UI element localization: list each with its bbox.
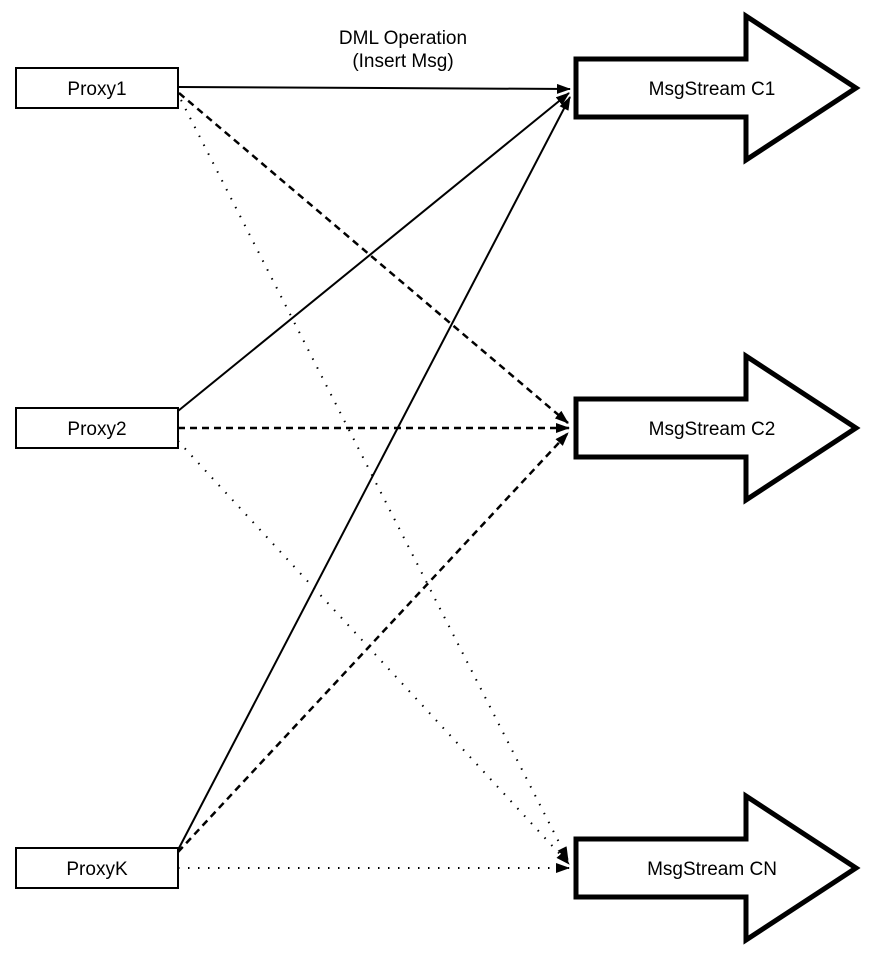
msgstream-cn-label: MsgStream CN [647,859,777,880]
msgstream-c1-label: MsgStream C1 [649,79,776,100]
connection-proxyk-to-msgstream-c2 [177,432,569,853]
proxy1-label: Proxy1 [67,79,126,100]
proxy2-label: Proxy2 [67,419,126,440]
msgstream-cn-arrow [573,791,861,945]
msgstream-c2-label: MsgStream C2 [649,419,776,440]
connection-proxy1-to-msgstream-c1 [177,83,571,94]
connection-proxy1-to-msgstream-cn [180,99,569,861]
dml-operation-label-line1: DML Operation [339,28,467,49]
connection-proxy2-to-msgstream-cn [177,440,570,865]
connection-proxyk-to-msgstream-c1 [177,96,571,851]
msgstream-c2-arrow [573,351,861,505]
proxyk-label: ProxyK [66,859,128,880]
connection-proxy2-to-msgstream-c1 [177,92,570,412]
proxy1-box [15,67,179,109]
proxy2-box [15,407,179,449]
connection-proxy1-to-msgstream-c2 [178,92,569,424]
msgstream-c1-arrow [573,11,861,165]
dml-operation-label-line2: (Insert Msg) [352,51,453,72]
proxyk-box [15,847,179,889]
